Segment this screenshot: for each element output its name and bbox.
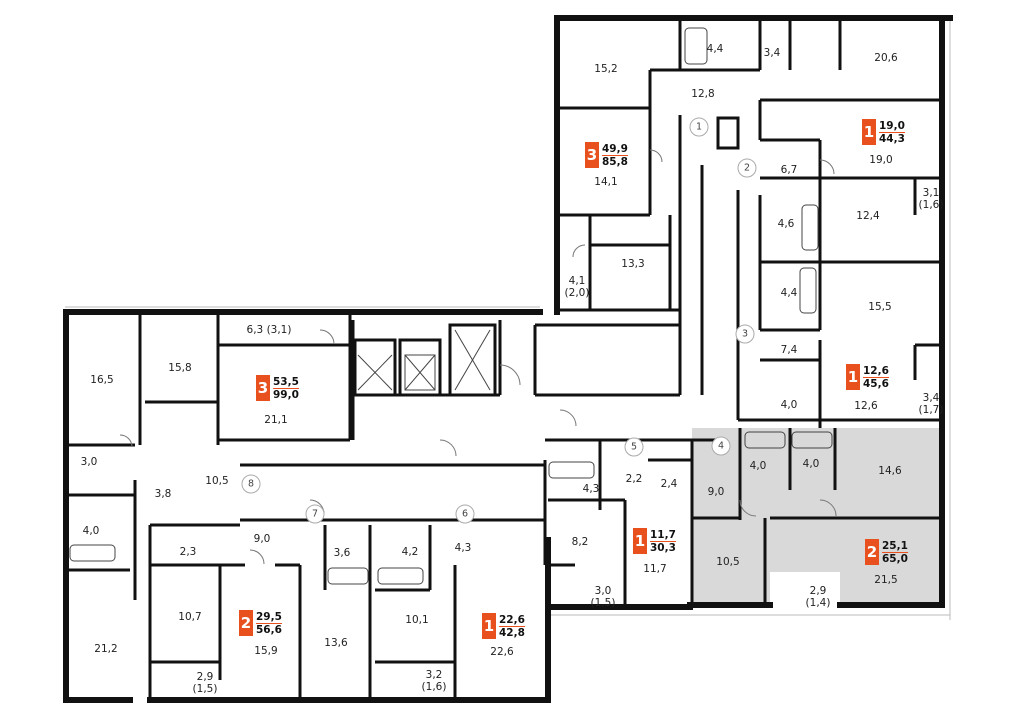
room-area: 14,6 xyxy=(878,465,902,477)
doors xyxy=(119,149,837,565)
room-area: 4,6 xyxy=(777,218,795,230)
room-area: 4,3 xyxy=(582,483,600,495)
living-area: 11,7 xyxy=(650,528,676,541)
room-area: 21,5 xyxy=(874,574,898,586)
total-area: 65,0 xyxy=(882,551,908,565)
room-area: 6,3 (3,1) xyxy=(246,324,292,336)
total-area: 56,6 xyxy=(256,622,282,636)
rooms-count: 1 xyxy=(846,364,860,390)
room-area: 15,5 xyxy=(868,301,892,313)
room-area: 4,2 xyxy=(401,546,419,558)
living-area: 53,5 xyxy=(273,375,299,388)
room-area: 13,6 xyxy=(324,637,348,649)
room-area: 19,0 xyxy=(869,154,893,166)
room-area: 9,0 xyxy=(253,533,271,545)
room-area: 10,5 xyxy=(205,475,229,487)
living-area: 25,1 xyxy=(882,539,908,552)
room-area: 10,7 xyxy=(178,611,202,623)
bath-fixtures xyxy=(69,27,833,585)
room-area: 3,1 (1,6) xyxy=(918,187,944,211)
rooms-count: 1 xyxy=(633,528,647,554)
living-area: 12,6 xyxy=(863,364,889,377)
living-area: 29,5 xyxy=(256,610,282,623)
room-area: 4,0 xyxy=(802,458,820,470)
corridor-marker-2: 2 xyxy=(743,162,751,174)
room-area: 12,6 xyxy=(854,400,878,412)
room-area: 20,6 xyxy=(874,52,898,64)
room-area: 21,2 xyxy=(94,643,118,655)
total-area: 45,6 xyxy=(863,376,889,390)
total-area: 44,3 xyxy=(879,131,905,145)
total-area: 42,8 xyxy=(499,625,525,639)
room-area: 10,5 xyxy=(716,556,740,568)
room-area: 2,3 xyxy=(179,546,197,558)
room-area: 3,6 xyxy=(333,547,351,559)
total-area: 30,3 xyxy=(650,540,676,554)
corridor-marker-8: 8 xyxy=(247,478,255,490)
corridor-marker-4: 4 xyxy=(717,440,725,452)
room-area: 15,9 xyxy=(254,645,278,657)
room-area: 4,0 xyxy=(82,525,100,537)
room-area: 3,4 xyxy=(763,47,781,59)
corridor-marker-1: 1 xyxy=(695,121,703,133)
total-area: 85,8 xyxy=(602,154,628,168)
room-area: 16,5 xyxy=(90,374,114,386)
room-area: 11,7 xyxy=(643,563,667,575)
total-area: 99,0 xyxy=(273,387,299,401)
room-area: 4,1 (2,0) xyxy=(564,275,590,299)
living-area: 19,0 xyxy=(879,119,905,132)
rooms-count: 1 xyxy=(862,119,876,145)
living-area: 22,6 xyxy=(499,613,525,626)
room-area: 3,2 (1,6) xyxy=(421,669,447,693)
corridor-marker-3: 3 xyxy=(741,328,749,340)
rooms-count: 3 xyxy=(585,142,599,168)
room-area: 2,9 (1,4) xyxy=(805,585,831,609)
room-area: 2,4 xyxy=(660,478,678,490)
room-area: 3,8 xyxy=(154,488,172,500)
room-area: 10,1 xyxy=(405,614,429,626)
room-area: 12,8 xyxy=(691,88,715,100)
corridor-marker-5: 5 xyxy=(630,441,638,453)
room-area: 2,2 xyxy=(625,473,643,485)
room-area: 6,7 xyxy=(780,164,798,176)
room-area: 15,2 xyxy=(594,63,618,75)
room-area: 2,9 (1,5) xyxy=(192,671,218,695)
rooms-count: 1 xyxy=(482,613,496,639)
room-area: 4,4 xyxy=(706,43,724,55)
living-area: 49,9 xyxy=(602,142,628,155)
room-area: 3,4 (1,7) xyxy=(918,392,944,416)
room-area: 4,4 xyxy=(780,287,798,299)
corridor-marker-6: 6 xyxy=(461,508,469,520)
room-area: 12,4 xyxy=(856,210,880,222)
room-area: 22,6 xyxy=(490,646,514,658)
room-area: 3,0 xyxy=(80,456,98,468)
walls xyxy=(63,15,953,703)
room-area: 21,1 xyxy=(264,414,288,426)
room-area: 3,0 (1,5) xyxy=(590,585,616,609)
rooms-count: 2 xyxy=(865,539,879,565)
room-area: 4,0 xyxy=(749,460,767,472)
interior-walls xyxy=(66,20,942,700)
room-area: 9,0 xyxy=(707,486,725,498)
rooms-count: 2 xyxy=(239,610,253,636)
room-area: 14,1 xyxy=(594,176,618,188)
room-area: 4,3 xyxy=(454,542,472,554)
room-area: 13,3 xyxy=(621,258,645,270)
room-area: 8,2 xyxy=(571,536,589,548)
room-area: 7,4 xyxy=(780,344,798,356)
room-area: 15,8 xyxy=(168,362,192,374)
rooms-count: 3 xyxy=(256,375,270,401)
corridor-marker-7: 7 xyxy=(311,508,319,520)
room-area: 4,0 xyxy=(780,399,798,411)
corridor-marker-circles xyxy=(241,117,757,524)
